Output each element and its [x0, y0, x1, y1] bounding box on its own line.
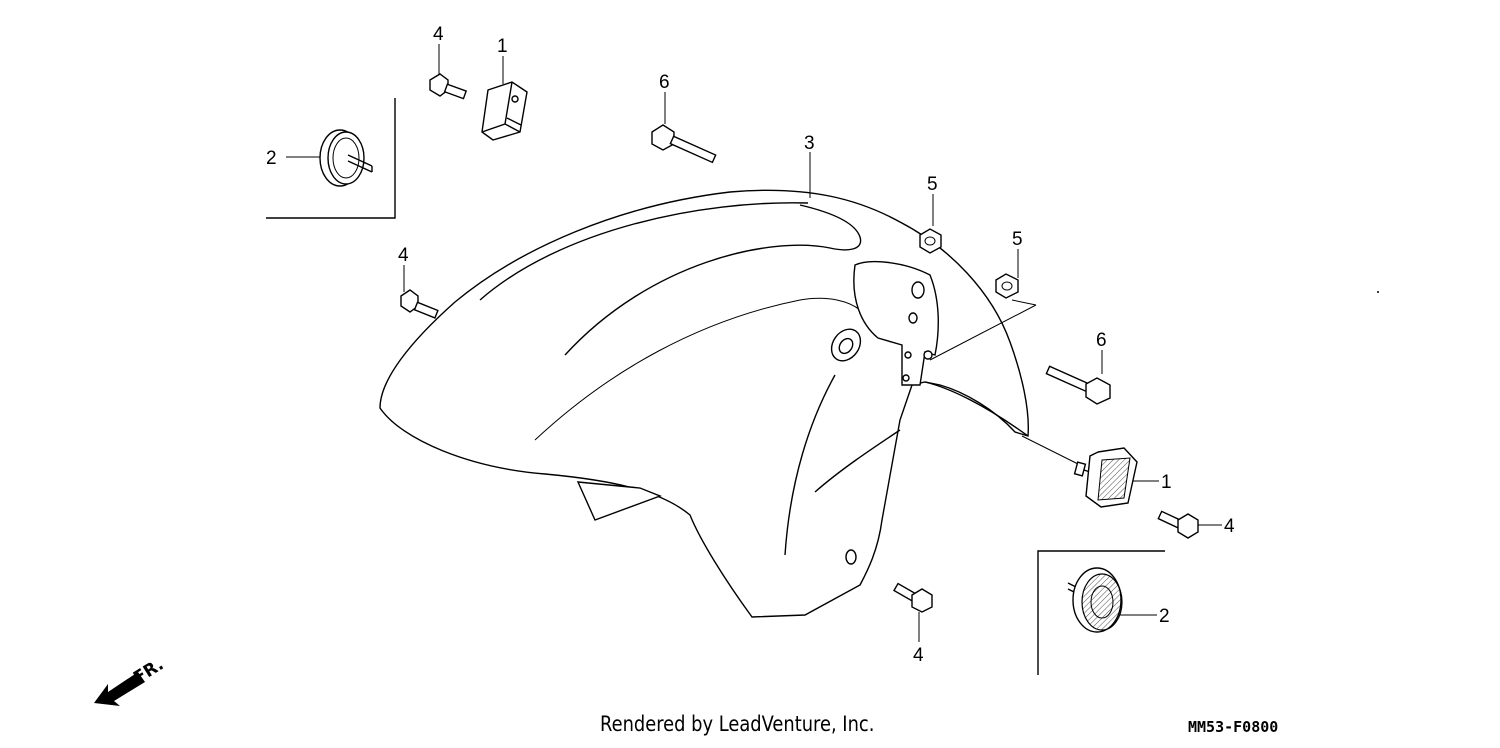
bolt-top-left — [429, 73, 468, 100]
footer-credit: Rendered by LeadVenture, Inc. — [600, 712, 875, 736]
callout-bolt-long-top: 6 — [659, 72, 670, 93]
callout-round-reflector-right: 2 — [1159, 606, 1170, 627]
callout-numbers: 1 1 2 2 3 4 4 4 4 5 5 6 6 — [266, 24, 1235, 666]
callout-nut-right: 5 — [1012, 229, 1023, 250]
callout-bolt-long-right: 6 — [1096, 330, 1107, 351]
bolt-right — [1157, 510, 1199, 539]
leader-lines — [266, 44, 1222, 675]
front-fender — [379, 189, 1030, 618]
diagram-code: MM53-F0800 — [1188, 718, 1279, 736]
callout-round-reflector-left: 2 — [266, 148, 277, 169]
bolt-long-top — [651, 124, 717, 164]
bolt-bottom — [893, 582, 933, 613]
callout-nut-upper: 5 — [927, 174, 938, 195]
callout-bolt-right: 4 — [1224, 516, 1235, 537]
callout-bolt-top-left: 4 — [433, 24, 444, 45]
callout-bolt-bottom: 4 — [913, 645, 924, 666]
round-reflector-right — [1067, 567, 1123, 633]
stray-dot — [1377, 291, 1379, 293]
rear-reflector-right — [1073, 447, 1138, 508]
front-direction-arrow-icon — [94, 672, 145, 706]
nut-right — [995, 273, 1019, 299]
bolt-left — [400, 289, 439, 319]
callout-reflector-top: 1 — [497, 36, 508, 57]
nut-upper — [919, 228, 942, 254]
bolt-long-right — [1045, 365, 1111, 405]
callout-bolt-left: 4 — [398, 245, 409, 266]
rear-reflector-top — [481, 81, 528, 141]
callout-reflector-right: 1 — [1161, 472, 1172, 493]
round-reflector-left — [319, 129, 373, 187]
callout-fender: 3 — [804, 133, 815, 154]
